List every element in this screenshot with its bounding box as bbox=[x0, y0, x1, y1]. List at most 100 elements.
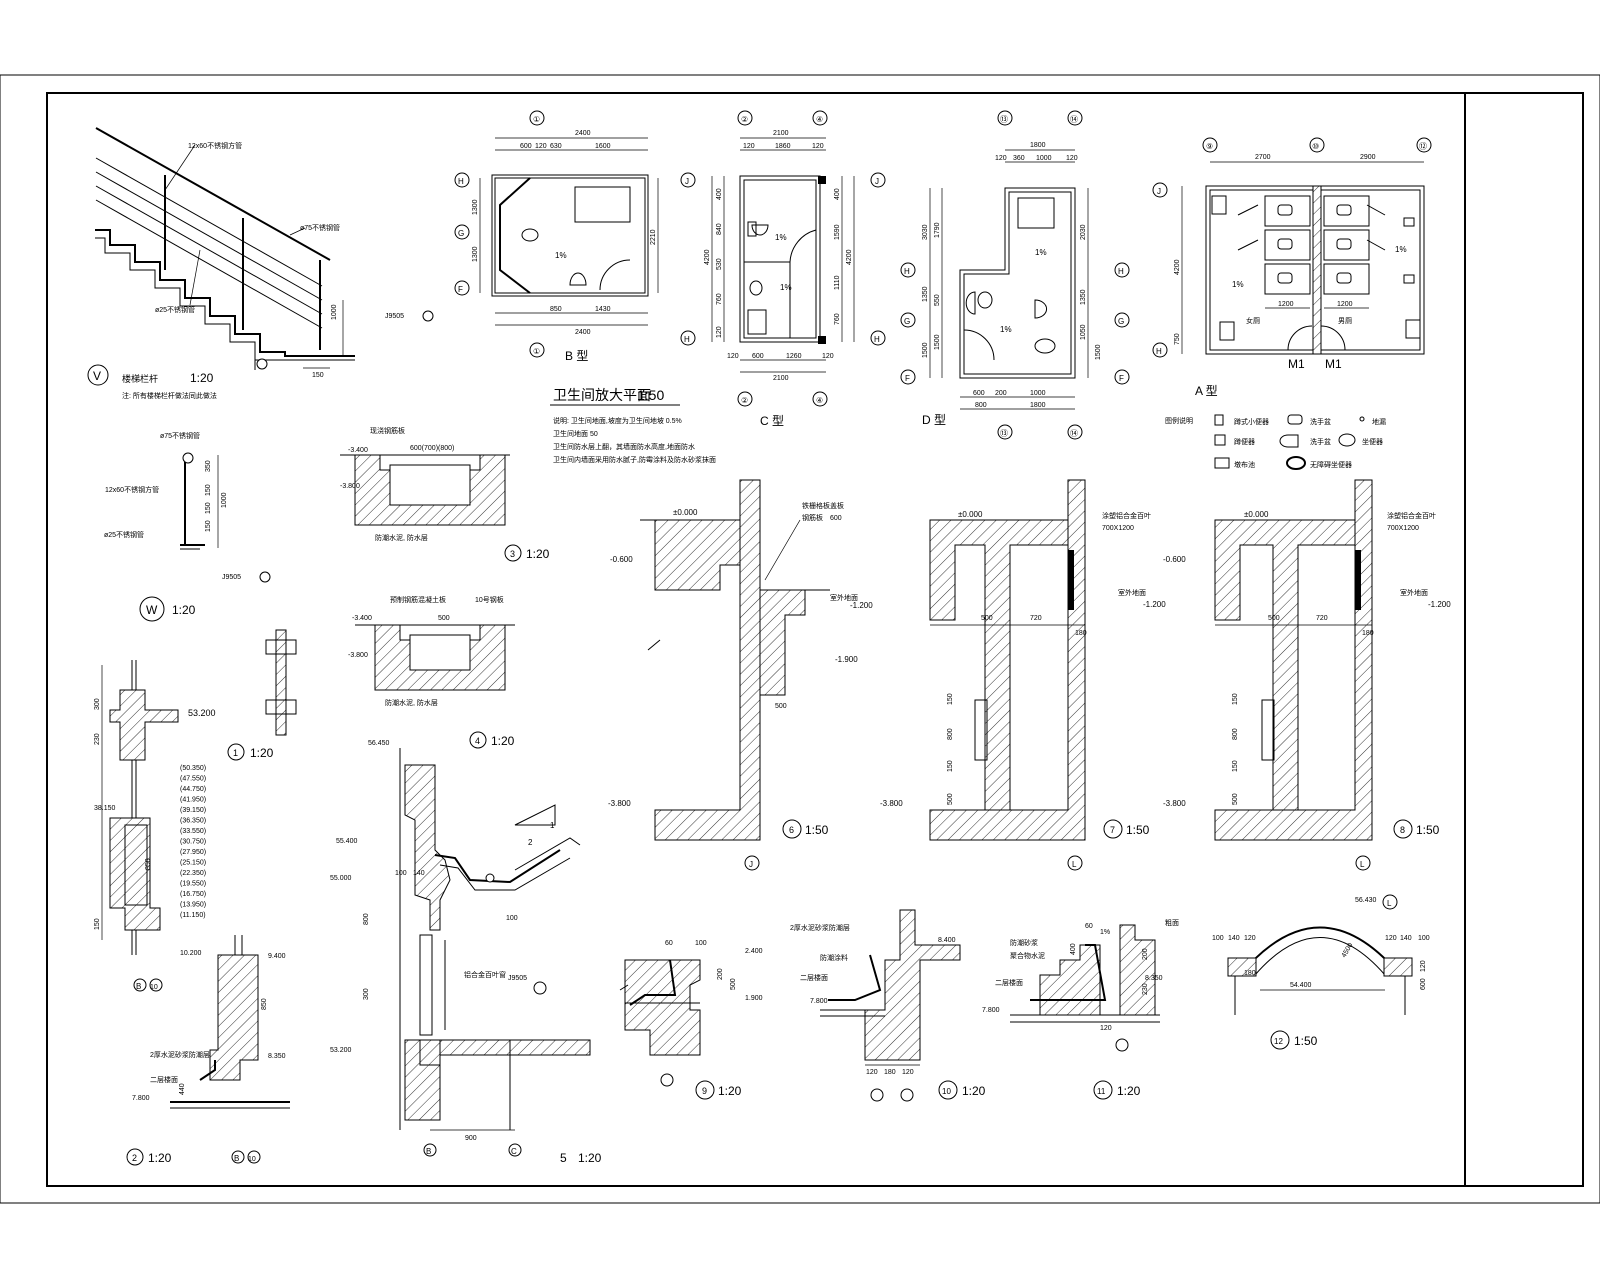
c-dim-b120b: 120 bbox=[822, 353, 834, 360]
a-legend-2: 洗手盆 bbox=[1310, 417, 1331, 426]
plan-note-3: 卫生间防水层上翻，其墙面防水高度,地面防水 bbox=[553, 442, 695, 451]
v-dim-height: 1000 bbox=[331, 304, 338, 320]
d8-dim-720: 720 bbox=[1316, 615, 1328, 622]
d7-axis: L bbox=[1072, 860, 1077, 869]
w-scale: 1:20 bbox=[172, 603, 196, 617]
d5-dim-100: 100 bbox=[395, 870, 407, 877]
d12-axis: L bbox=[1387, 899, 1392, 908]
plan-note-2: 卫生间地面 50 bbox=[553, 429, 598, 438]
c-dim-right-1590: 1590 bbox=[834, 224, 841, 240]
d11-label-mortar: 防潮砂浆 bbox=[1010, 938, 1038, 947]
d11-number: 11 bbox=[1097, 1087, 1106, 1096]
c-axis-bottom-2: ② bbox=[741, 396, 748, 405]
d1-level-item: (41.950) bbox=[180, 797, 206, 804]
a-door-2: M1 bbox=[1325, 357, 1342, 371]
c-dim-left-120: 120 bbox=[716, 326, 723, 338]
detail-8-section: ±0.000 -0.600 -1.200 -3.800 涂塑铝合金百叶 700X… bbox=[1163, 479, 1451, 871]
d12-scale: 1:50 bbox=[1294, 1034, 1318, 1048]
d-axis-right-g: G bbox=[1118, 317, 1124, 326]
a-legend-5: 洗手盆 bbox=[1310, 437, 1331, 446]
a-legend-1: 蹲式小便器 bbox=[1234, 417, 1269, 426]
d1-level-list: (50.350)(47.550)(44.750)(41.950)(39.150)… bbox=[180, 765, 206, 919]
d6-detail-bubble bbox=[782, 819, 802, 839]
d-dim-left-3030: 3030 bbox=[922, 224, 929, 240]
a-legend: 蹲式小便器 洗手盆 地漏 蹲便器 洗手盆 坐便器 墩布池 无障碍坐便器 bbox=[1214, 414, 1386, 470]
a-stalls bbox=[1264, 195, 1370, 295]
a-axis-j: J bbox=[1157, 187, 1161, 196]
d2-level-10200: 10.200 bbox=[180, 950, 202, 957]
d-slope-2: 1% bbox=[1000, 325, 1012, 334]
d5-axis-c: C bbox=[511, 1147, 517, 1156]
d7-dim-500: 500 bbox=[981, 615, 993, 622]
d2-level-8350: 8.350 bbox=[268, 1053, 286, 1060]
d7-dim-500b: 500 bbox=[947, 793, 954, 805]
c-type-label: C 型 bbox=[760, 414, 784, 428]
v-label-square-tube: 12x60不锈钢方管 bbox=[188, 141, 242, 150]
c-axis-top-2: ② bbox=[741, 115, 748, 124]
d12-dim-140b: 140 bbox=[1400, 935, 1412, 942]
v-note: 注: 所有楼梯栏杆做法同此做法 bbox=[122, 391, 217, 400]
d10-scale: 1:20 bbox=[962, 1084, 986, 1098]
d7-label-size: 700X1200 bbox=[1102, 525, 1134, 532]
plan-type-d: 1% 1% ⑬ ⑭ ⑬ ⑭ H G F H G F 1800 120 360 1… bbox=[900, 110, 1130, 440]
b-dim-1430: 1430 bbox=[595, 306, 611, 313]
d1-level-item: (19.550) bbox=[180, 881, 206, 888]
inner-border bbox=[46, 92, 1584, 1187]
d2-number: 2 bbox=[132, 1153, 137, 1163]
d2-level-7800: 7.800 bbox=[132, 1095, 150, 1102]
d5-dim-800: 800 bbox=[363, 913, 370, 925]
d-dim-120a: 120 bbox=[995, 155, 1007, 162]
d7-level-3800: -3.800 bbox=[880, 799, 903, 808]
d1-level-item: (13.950) bbox=[180, 902, 206, 909]
a-type-label: A 型 bbox=[1195, 384, 1218, 398]
plan-title: 卫生间放大平面 bbox=[553, 387, 651, 403]
c-dim-left-760: 760 bbox=[716, 293, 723, 305]
d8-level-1200: -1.200 bbox=[1428, 600, 1451, 609]
d3-level-top: -3.400 bbox=[348, 447, 368, 454]
a-dim-stall-2: 1200 bbox=[1337, 301, 1353, 308]
d-dim-right-1500: 1500 bbox=[1095, 344, 1102, 360]
a-legend-title: 图例说明 bbox=[1165, 416, 1193, 425]
a-axis-12: ⑫ bbox=[1419, 142, 1427, 151]
d12-dim-100b: 100 bbox=[1418, 935, 1430, 942]
a-axis-h: H bbox=[1156, 347, 1162, 356]
d4-label-waterproof: 防潮水泥, 防水层 bbox=[385, 698, 438, 707]
v-label-handrail: ø75不锈钢管 bbox=[300, 223, 340, 232]
w-dim-350: 350 bbox=[205, 460, 212, 472]
d1-level-top: 53.200 bbox=[188, 708, 216, 718]
d8-dim-180: 180 bbox=[1362, 630, 1374, 637]
a-slope-2: 1% bbox=[1395, 245, 1407, 254]
a-slope-1: 1% bbox=[1232, 280, 1244, 289]
detail-v-stair-railing: 12x60不锈钢方管 ø75不锈钢管 ø25不锈钢管 J9505 1000 15… bbox=[87, 127, 434, 400]
v-dim-150: 150 bbox=[312, 372, 324, 379]
d9-number: 9 bbox=[702, 1086, 707, 1096]
b-dim-120: 120 bbox=[535, 143, 547, 150]
d7-scale: 1:50 bbox=[1126, 823, 1150, 837]
d12-dim-radius: 4500 bbox=[1341, 942, 1355, 959]
b-axis-top-1: ① bbox=[533, 115, 540, 124]
d5-level-55400: 55.400 bbox=[336, 838, 358, 845]
d2-label-floor: 二层楼面 bbox=[150, 1075, 178, 1084]
d7-level-0: ±0.000 bbox=[958, 510, 983, 519]
d11-scale: 1:20 bbox=[1117, 1084, 1141, 1098]
d11-label-polymer: 聚合物水泥 bbox=[1010, 951, 1045, 960]
d6-number: 6 bbox=[789, 825, 794, 835]
d-axis-bottom-14: ⑭ bbox=[1070, 429, 1078, 438]
c-dim-left-4200: 4200 bbox=[704, 249, 711, 265]
d2-dim-440: 440 bbox=[179, 1083, 186, 1095]
d10-label-floor: 二层楼面 bbox=[800, 973, 828, 982]
d2-scale: 1:20 bbox=[148, 1151, 172, 1165]
d7-dim-150b: 150 bbox=[947, 760, 954, 772]
d-dim-b600: 600 bbox=[973, 390, 985, 397]
d12-dim-600: 600 bbox=[1420, 978, 1427, 990]
d12-level-top: 56.430 bbox=[1355, 897, 1377, 904]
d12-dim-180: 180 bbox=[1244, 970, 1256, 977]
d-dim-left-550: 550 bbox=[934, 294, 941, 306]
b-axis-h: H bbox=[458, 177, 464, 186]
detail-6-section: ±0.000 -0.600 -1.200 -1.900 -3.800 铁栅格板盖… bbox=[608, 479, 873, 871]
d-dim-360: 360 bbox=[1013, 155, 1025, 162]
d-dim-right-1050: 1050 bbox=[1080, 324, 1087, 340]
b-type-label: B 型 bbox=[565, 349, 588, 363]
d5-slope-2: 2 bbox=[528, 838, 533, 847]
